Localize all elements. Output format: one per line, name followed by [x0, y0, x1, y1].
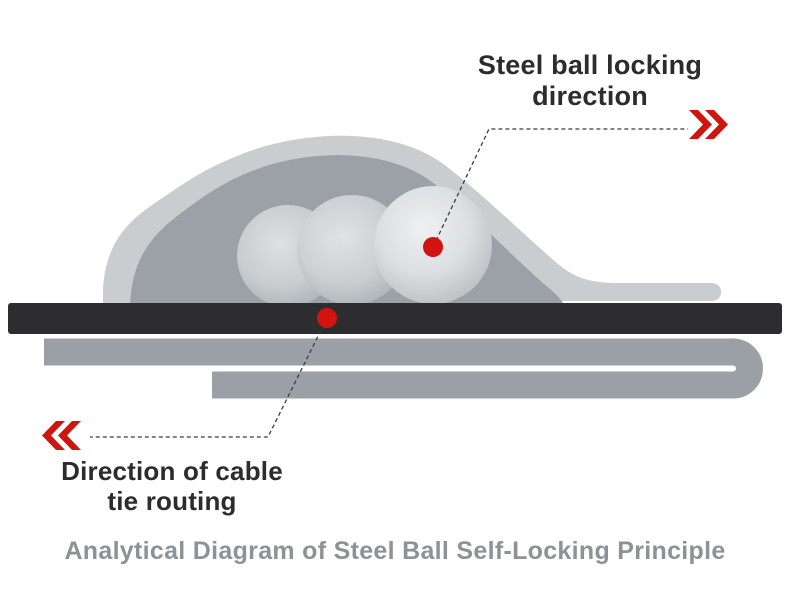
callout-line-steel-ball — [432, 128, 688, 248]
cable-tie-marker-dot — [317, 308, 337, 328]
double-chevron-right-icon — [689, 110, 728, 139]
steel-ball-marker-dot — [423, 237, 443, 257]
steel-ball-locking-label-line2: direction — [532, 81, 648, 111]
callout-line-cable-tie — [90, 317, 328, 438]
double-chevron-left-icon — [42, 421, 81, 450]
cable-tie-routing-label: Direction of cable tie routing — [38, 456, 306, 516]
cable-tail-loop — [44, 338, 763, 399]
steel-ball-locking-label-line1: Steel ball locking — [477, 50, 703, 80]
cable-tie-routing-label-line2: tie routing — [107, 486, 237, 516]
cable-tie-routing-label-line1: Direction of cable — [61, 456, 283, 486]
cable-strap — [8, 303, 782, 334]
diagram-title: Analytical Diagram of Steel Ball Self-Lo… — [64, 537, 726, 565]
steel-ball-locking-label: Steel ball locking direction — [440, 50, 740, 112]
